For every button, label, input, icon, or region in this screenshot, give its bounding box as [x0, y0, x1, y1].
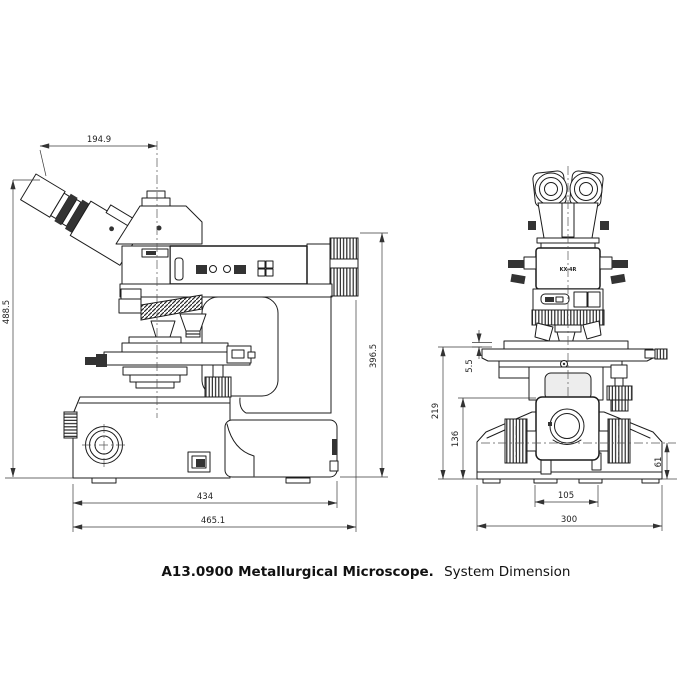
front-head [528, 202, 609, 249]
caption-regular: System Dimension [444, 564, 570, 580]
svg-text:434: 434 [197, 492, 213, 502]
dim-194-9: 194.9 [39, 135, 158, 177]
svg-text:219: 219 [431, 403, 441, 419]
side-lamp-house [306, 237, 359, 297]
side-phototube-cap [146, 190, 166, 199]
side-nosepiece [118, 288, 207, 344]
svg-text:396.5: 396.5 [369, 344, 379, 368]
front-focus-knobs [481, 418, 676, 464]
objective-lens [534, 322, 554, 342]
svg-text:5.5: 5.5 [465, 359, 475, 373]
side-stage [85, 336, 256, 367]
side-condenser [122, 366, 188, 389]
front-focus-block [528, 366, 604, 401]
dim-105: 105 [534, 485, 599, 507]
side-view [20, 141, 359, 484]
objective-lens [150, 320, 176, 338]
side-stand-arm [201, 295, 332, 414]
dim-5-5: 5.5 [465, 330, 492, 373]
front-nosepiece [531, 309, 605, 345]
side-base [63, 396, 311, 484]
front-stage [481, 340, 668, 379]
dim-136: 136 [451, 397, 536, 480]
side-head-screw [156, 225, 162, 231]
svg-text:136: 136 [451, 431, 461, 447]
svg-text:488.5: 488.5 [2, 300, 12, 324]
side-phototube [141, 197, 171, 207]
dim-300: 300 [476, 485, 663, 531]
caption-bold: A13.0900 Metallurgical Microscope. [161, 564, 433, 580]
svg-text:61: 61 [654, 457, 664, 468]
side-head [115, 205, 203, 245]
svg-text:465.1: 465.1 [201, 516, 225, 526]
dimension-annotations: 194.9 488.5 434 465.1 396.5 [2, 135, 677, 532]
dim-396-5: 396.5 [340, 232, 388, 478]
dim-465-1: 465.1 [72, 300, 357, 532]
dim-61: 61 [654, 442, 677, 480]
side-base-rear [224, 419, 339, 478]
dim-434: 434 [72, 481, 338, 532]
svg-text:194.9: 194.9 [87, 135, 111, 145]
side-base-knob [63, 411, 78, 439]
dim-488-5: 488.5 [2, 179, 73, 479]
caption: A13.0900 Metallurgical Microscope. Syste… [161, 564, 570, 580]
side-under-plate [119, 283, 333, 298]
objective-lens [582, 320, 602, 340]
svg-text:105: 105 [558, 491, 574, 501]
side-arm-slot [174, 257, 184, 281]
front-slot-box [532, 288, 604, 311]
front-center-box [535, 396, 600, 461]
front-view: KX-4R [476, 166, 676, 484]
front-stage-knob [606, 364, 633, 412]
svg-text:300: 300 [561, 515, 577, 525]
